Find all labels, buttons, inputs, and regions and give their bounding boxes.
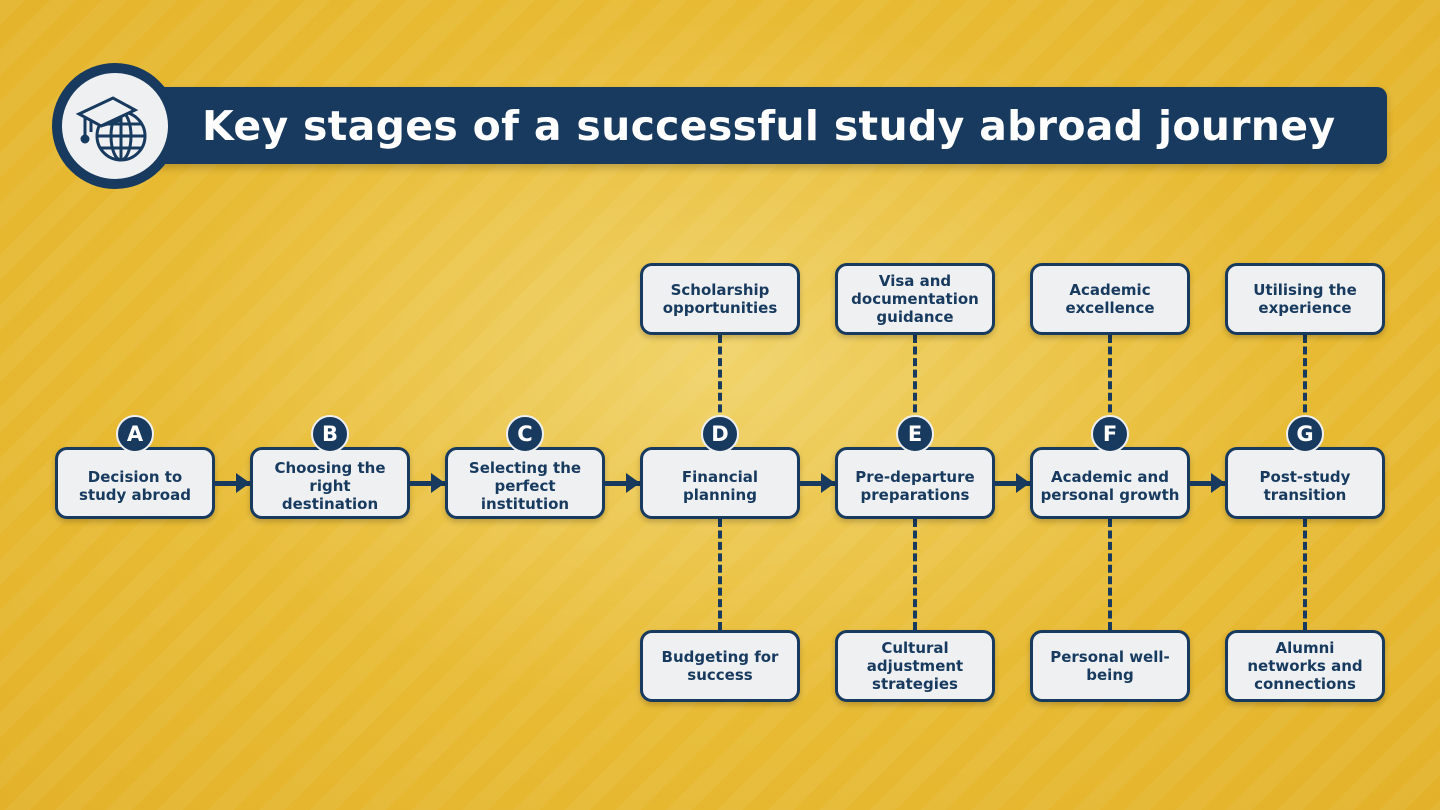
stage-box: Pre-departure preparations <box>835 447 995 519</box>
stage-letter-badge: B <box>311 415 349 453</box>
dashed-connector <box>1108 335 1112 447</box>
stage-box: Choosing the right destination <box>250 447 410 519</box>
substage-label: Budgeting for success <box>661 648 779 684</box>
stage-letter-badge: A <box>116 415 154 453</box>
stage-label: Pre-departure preparations <box>855 468 975 504</box>
substage-box: Alumni networks and connections <box>1225 630 1385 702</box>
dashed-connector <box>913 519 917 630</box>
dashed-connector <box>913 335 917 447</box>
stage-label: Academic and personal growth <box>1040 468 1180 504</box>
substage-box: Academic excellence <box>1030 263 1190 335</box>
stage-letter-badge: C <box>506 415 544 453</box>
stage-label: Choosing the right destination <box>274 459 386 513</box>
arrow-connector <box>800 473 835 493</box>
stage-label: Decision to study abroad <box>79 468 191 504</box>
substage-box: Visa and documentation guidance <box>835 263 995 335</box>
arrow-connector <box>995 473 1030 493</box>
stage-box: Financial planning <box>640 447 800 519</box>
stage-box: Post-study transition <box>1225 447 1385 519</box>
stage-label: Financial planning <box>681 468 759 504</box>
graduation-globe-icon <box>52 63 178 189</box>
arrow-connector <box>1190 473 1225 493</box>
substage-label: Personal well-being <box>1050 648 1170 684</box>
arrow-connector <box>410 473 445 493</box>
substage-box: Scholarship opportunities <box>640 263 800 335</box>
substage-label: Scholarship opportunities <box>662 281 778 317</box>
stage-letter-badge: D <box>701 415 739 453</box>
stage-letter-badge: E <box>896 415 934 453</box>
substage-label: Cultural adjustment strategies <box>866 639 964 693</box>
dashed-connector <box>718 519 722 630</box>
substage-label: Visa and documentation guidance <box>851 272 979 326</box>
title-banner: Key stages of a successful study abroad … <box>150 87 1387 164</box>
substage-label: Alumni networks and connections <box>1247 639 1363 693</box>
stage-label: Post-study transition <box>1259 468 1351 504</box>
stage-box: Selecting the perfect institution <box>445 447 605 519</box>
substage-box: Personal well-being <box>1030 630 1190 702</box>
dashed-connector <box>1303 335 1307 447</box>
substage-box: Budgeting for success <box>640 630 800 702</box>
dashed-connector <box>1108 519 1112 630</box>
arrow-connector <box>215 473 250 493</box>
substage-box: Cultural adjustment strategies <box>835 630 995 702</box>
page-title: Key stages of a successful study abroad … <box>202 101 1336 150</box>
stage-label: Selecting the perfect institution <box>468 459 582 513</box>
substage-label: Academic excellence <box>1065 281 1155 317</box>
substage-label: Utilising the experience <box>1253 281 1357 317</box>
dashed-connector <box>718 335 722 447</box>
dashed-connector <box>1303 519 1307 630</box>
stage-letter-badge: F <box>1091 415 1129 453</box>
stage-letter-badge: G <box>1286 415 1324 453</box>
stage-box: Academic and personal growth <box>1030 447 1190 519</box>
substage-box: Utilising the experience <box>1225 263 1385 335</box>
arrow-connector <box>605 473 640 493</box>
stage-box: Decision to study abroad <box>55 447 215 519</box>
